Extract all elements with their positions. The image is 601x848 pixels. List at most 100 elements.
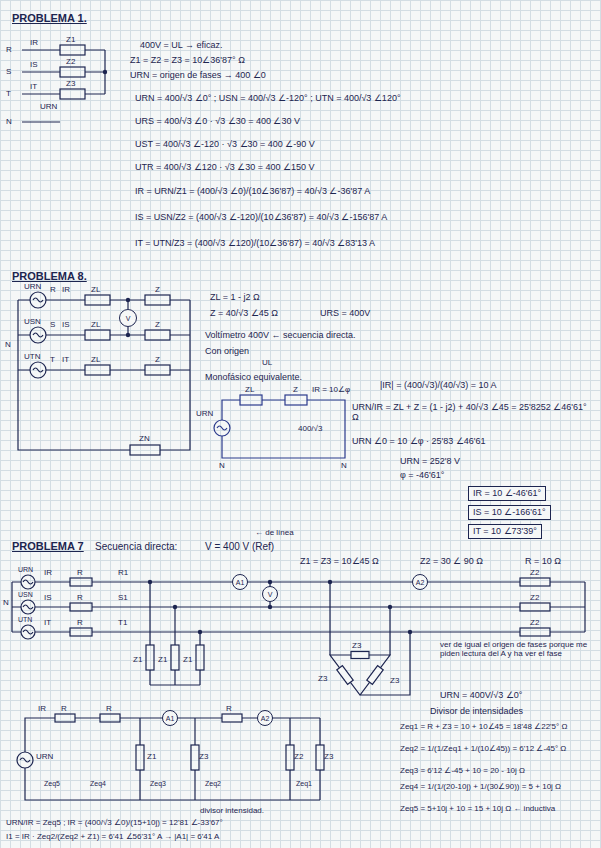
note-text: φ = -46'61° (400, 470, 444, 480)
note-text: Z2 (530, 568, 539, 577)
note-text: S (50, 320, 55, 329)
note-text: Z1 (183, 655, 192, 664)
note-text: Z = 40/√3 ∠45 Ω (210, 308, 278, 318)
note-text: Z3 (352, 641, 361, 650)
note-text: Secuencia directa: (95, 541, 177, 553)
note-text: Zeq3 = 6'12 ∠-45 + 10 = 20 - 10j Ω (400, 766, 598, 775)
note-text: Zeq4 (90, 780, 106, 788)
note-text: divisor intensidad. (200, 806, 264, 815)
meter-circle: A1 (232, 574, 248, 590)
note-text: Z (293, 385, 298, 394)
note-text: R (61, 704, 67, 713)
note-text: Z1 (158, 655, 167, 664)
note-text: IS (62, 320, 70, 329)
note-text: I1 = IR · Zeq2/(Zeq2 + Z1) = 6'41 ∠56'31… (6, 832, 219, 841)
note-text: ZL (245, 385, 254, 394)
note-text: URN = 252'8 V (400, 456, 460, 466)
meter-circle: A2 (257, 710, 273, 726)
note-text: UST = 400/√3 ∠-120 · √3 ∠30 = 400 ∠-90 V (135, 139, 315, 149)
note-text: IS (44, 593, 52, 602)
note-text: Z2 (66, 57, 75, 66)
note-text: URN = origen de fases → 400 ∠0 (130, 70, 266, 80)
note-text: IS (30, 60, 38, 69)
note-text: Zeq5 (44, 780, 60, 788)
note-text: Zeq3 (150, 780, 166, 788)
note-text: Zeq5 = 5+10j + 10 = 15 + 10j Ω ← inducti… (400, 804, 598, 813)
note-text: URN (18, 566, 33, 574)
note-text: IT (62, 355, 69, 364)
note-text: Voltímetro 400V ← secuencia directa. (205, 330, 356, 340)
circuit-1 (22, 45, 107, 122)
meter-circle: V (119, 309, 137, 327)
note-text: Z2 (530, 618, 539, 627)
note-text: Z3 (324, 752, 333, 761)
note-text: ZL (91, 355, 100, 364)
note-text: R (106, 704, 112, 713)
note-text: URN (36, 752, 53, 761)
equivalent-circuit-7 (17, 714, 324, 800)
result-box: IT = 10 ∠73'39° (468, 524, 542, 539)
note-text: URN (196, 409, 213, 418)
result-box: IR = 10 ∠-46'61° (468, 486, 546, 501)
note-text: R (77, 568, 83, 577)
note-text: URS = 400V (320, 308, 370, 318)
note-text: Zeq2 (205, 780, 221, 788)
note-text: N (6, 117, 12, 126)
note-text: Z1 (147, 752, 156, 761)
note-text: UL (262, 358, 272, 367)
note-text: URN (24, 282, 41, 291)
meter-letter: A2 (416, 579, 425, 586)
note-text: IS = USN/Z2 = (400/√3 ∠-120)/(10∠36'87) … (135, 212, 387, 222)
meter-circle: V (262, 586, 278, 602)
note-text: 400/√3 (298, 424, 322, 433)
note-text: IR (62, 285, 70, 294)
note-text: IR = 10∠φ (312, 385, 350, 394)
problem-heading: PROBLEMA 1. (12, 12, 87, 25)
note-text: URN ∠0 = 10 ∠φ · 25'83 ∠46'61 (352, 436, 486, 446)
equivalent-circuit-8 (214, 395, 345, 458)
note-text: Z2 = 30 ∠ 90 Ω (420, 556, 483, 566)
note-text: N (5, 340, 11, 349)
note-text: S (6, 67, 11, 76)
circuit-7 (12, 575, 585, 695)
note-text: URN = 400V/√3 ∠0° (440, 690, 522, 700)
note-text: Monofásico equivalente. (205, 372, 302, 382)
result-text: IR = 10 ∠-46'61° (473, 488, 541, 498)
note-text: ← de línea (255, 528, 294, 537)
note-text: V = 400 V (Ref) (205, 541, 274, 553)
note-text: IR = URN/Z1 = (400/√3 ∠0)/(10∠36'87) = 4… (135, 186, 370, 196)
note-text: ZL = 1 - j2 Ω (210, 292, 260, 302)
meter-circle: A2 (412, 574, 428, 590)
note-text: Zeq1 = R + Z3 = 10 + 10∠45 = 18'48 ∠22'5… (400, 722, 598, 731)
note-text: Z (155, 355, 160, 364)
note-text: |IR| = (400/√3)/(40/√3) = 10 A (380, 380, 497, 390)
note-text: USN (24, 317, 41, 326)
problem-heading: PROBLEMA 8. (12, 270, 87, 283)
note-text: R (226, 704, 232, 713)
meter-letter: V (268, 591, 273, 598)
note-text: Zeq1 (296, 780, 312, 788)
note-text: R (77, 618, 83, 627)
note-text: R (50, 285, 56, 294)
note-text: R1 (118, 568, 128, 577)
note-text: UTN (18, 616, 32, 624)
meter-letter: A1 (166, 715, 175, 722)
note-text: IR (38, 704, 46, 713)
meter-circle: A1 (162, 710, 178, 726)
note-text: N (3, 598, 9, 607)
note-text: 400V = UL → eficaz. (140, 40, 222, 50)
note-text: Z3 (66, 79, 75, 88)
problem-heading: PROBLEMA 7 (12, 540, 84, 553)
note-text: URN/IR = ZL + Z = (1 - j2) + 40/√3 ∠45 =… (352, 402, 592, 423)
note-text: Divisor de intensidades (430, 706, 523, 716)
note-text: Z3 (318, 674, 327, 683)
note-text: Z3 (199, 752, 208, 761)
circuit-8 (18, 292, 190, 455)
note-text: USN (18, 591, 33, 599)
note-text: Z (155, 320, 160, 329)
note-text: Z1 (133, 655, 142, 664)
note-text: URN = 400/√3 ∠0° ; USN = 400/√3 ∠-120° ;… (135, 93, 401, 103)
note-text: T (6, 89, 11, 98)
note-text: IT (30, 82, 37, 91)
